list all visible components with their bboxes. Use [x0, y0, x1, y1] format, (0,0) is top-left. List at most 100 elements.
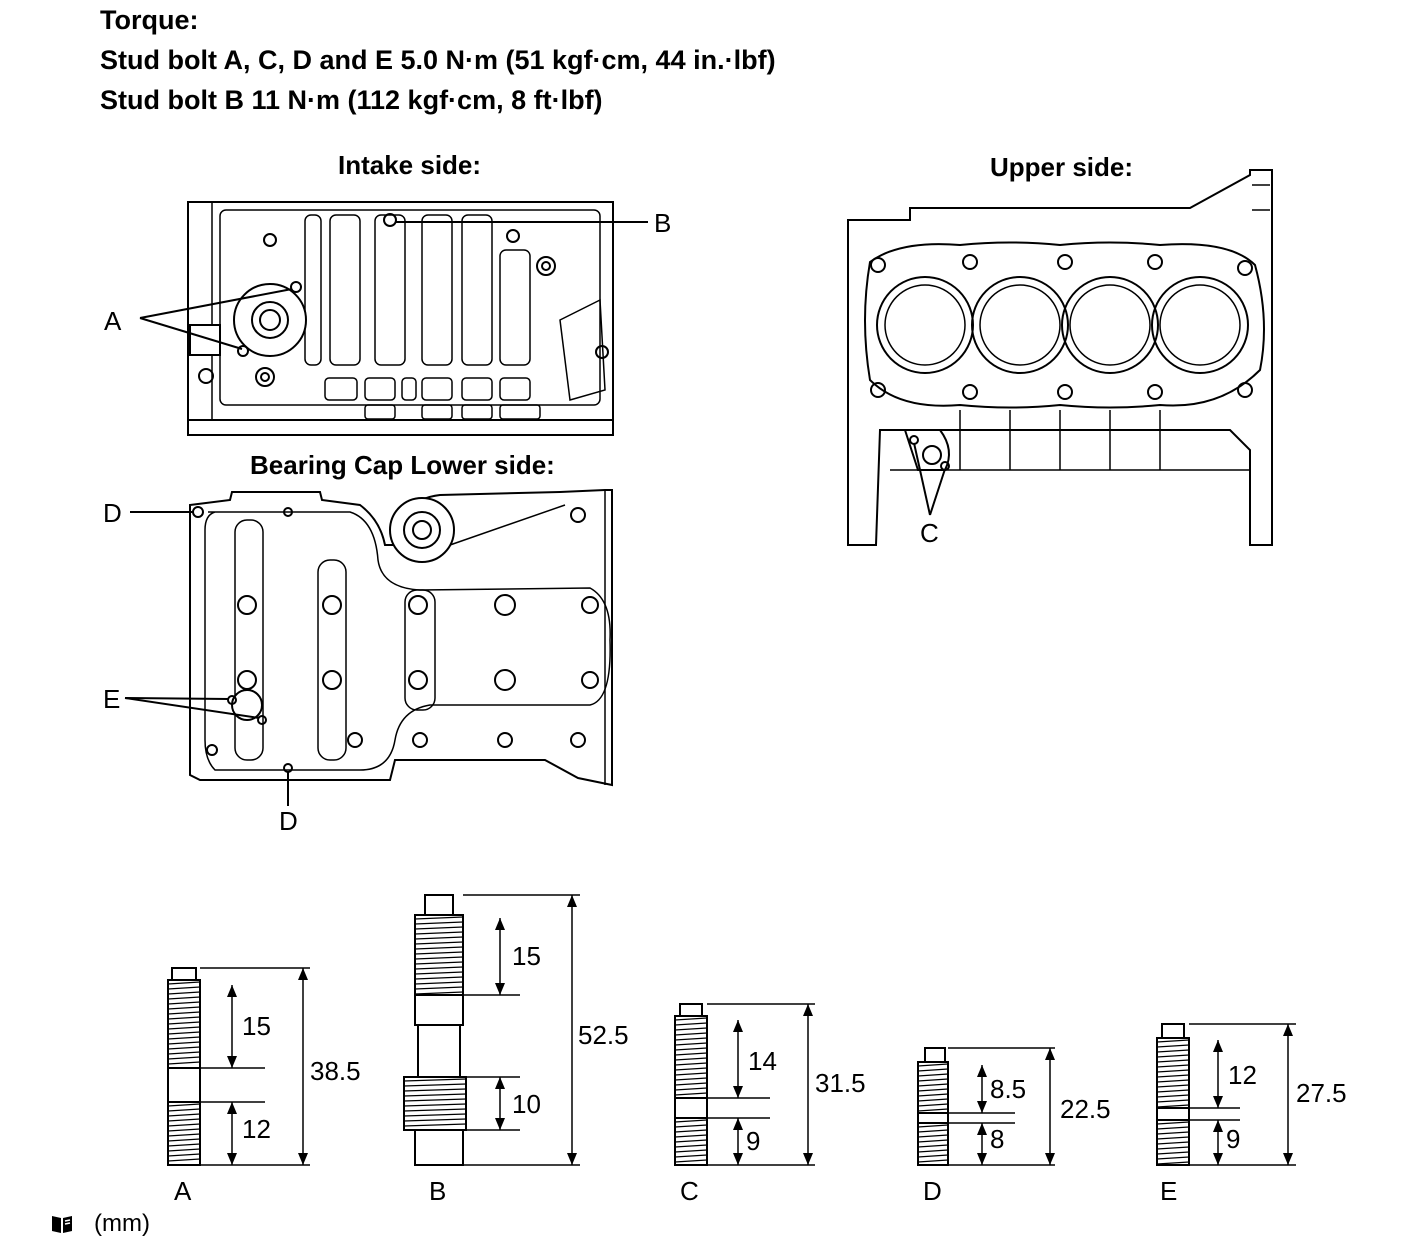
- bolt-b-dim2-arrow-top: [495, 1077, 505, 1089]
- bolt-d-upper-thread-thread: [917, 1093, 949, 1097]
- bolt-a-dim2-arrow-top: [227, 1102, 237, 1114]
- bolt-a-lower-thread-thread: [167, 1153, 201, 1157]
- bolt-c-upper-thread-thread: [674, 1042, 708, 1046]
- bolt-c-lower-thread-thread: [674, 1129, 708, 1133]
- bolt-b-dim2-arrow-bottom: [495, 1118, 505, 1130]
- bolt-e-lower-thread-thread: [1156, 1126, 1190, 1130]
- bolt-d-upper-thread-thread: [917, 1078, 949, 1082]
- bolt-a-upper-thread-thread: [167, 1041, 201, 1045]
- callout-d-label-top: D: [103, 498, 122, 528]
- bolt-e-dim2-arrow-bottom: [1213, 1153, 1223, 1165]
- bolt-b-upper-thread-thread: [414, 926, 464, 930]
- bolt-a-upper-thread-thread: [167, 991, 201, 995]
- bolt-a-total-arrow-top: [298, 968, 308, 980]
- intake-side-title: Intake side:: [338, 150, 482, 180]
- bolt-c-upper-thread-thread: [674, 1057, 708, 1061]
- bolt-c-total-arrow-bottom: [803, 1153, 813, 1165]
- bolt-b-shank: [417, 1024, 461, 1078]
- bolt-b-upper-thread-thread: [414, 951, 464, 955]
- bolt-b-upper-thread-thread: [414, 956, 464, 960]
- bolt-c-dim2-arrow-top: [733, 1118, 743, 1130]
- bolt-a-lower-thread-thread: [167, 1128, 201, 1132]
- bolt-a-upper-thread-thread: [167, 1061, 201, 1065]
- bolt-c-upper-thread-thread: [674, 1092, 708, 1096]
- bolt-d-lower-thread-thread: [917, 1139, 949, 1143]
- bolt-b-upper-thread-thread: [414, 931, 464, 935]
- bolt-b-lower-thread-thread: [403, 1098, 467, 1102]
- bolt-c-upper-thread-thread: [674, 1022, 708, 1026]
- bolt-d-lower-thread-thread: [917, 1134, 949, 1138]
- bolt-a-upper-thread-thread: [167, 1001, 201, 1005]
- bolt-d-dim2-arrow-bottom: [977, 1153, 987, 1165]
- bolt-c-upper-thread-thread: [674, 1082, 708, 1086]
- bolt-a-total-label: 38.5: [310, 1056, 361, 1086]
- bolt-d-lower-thread-thread: [917, 1129, 949, 1133]
- bolt-d-dim2-label: 8: [990, 1124, 1004, 1154]
- bolt-e-lower-thread-thread: [1156, 1156, 1190, 1160]
- bolt-b-total-arrow-top: [567, 895, 577, 907]
- bolt-b-lower-thread-thread: [403, 1088, 467, 1092]
- bolt-c-upper-thread-thread: [674, 1067, 708, 1071]
- torque-heading: Torque:: [100, 5, 199, 35]
- book-icon: [52, 1216, 72, 1233]
- bolt-a-lower-thread-thread: [167, 1103, 201, 1107]
- bolt-a-dim2-label: 12: [242, 1114, 271, 1144]
- bolt-a-upper-thread-thread: [167, 1046, 201, 1050]
- callout-a-label: A: [104, 306, 122, 336]
- bolt-c-lower-thread-thread: [674, 1144, 708, 1148]
- bolt-c-dim1-label: 14: [748, 1046, 777, 1076]
- bolt-e-upper-thread-thread: [1156, 1044, 1190, 1048]
- bolt-b-total-label: 52.5: [578, 1020, 629, 1050]
- callout-line-e1: [124, 697, 230, 700]
- bolt-a-upper-thread-thread: [167, 996, 201, 1000]
- bolt-c-total-arrow-top: [803, 1004, 813, 1016]
- bolt-e-lower-thread-thread: [1156, 1161, 1190, 1165]
- bolt-a-upper-thread-thread: [167, 1056, 201, 1060]
- bolt-e-lower-thread-thread: [1156, 1141, 1190, 1145]
- bolt-d-lower-thread-thread: [917, 1159, 949, 1163]
- bolt-c-upper-thread-thread: [674, 1077, 708, 1081]
- bolt-e-upper-thread-thread: [1156, 1089, 1190, 1093]
- bolt-e-upper-thread-thread: [1156, 1054, 1190, 1058]
- bolt-e-dim2-label: 9: [1226, 1124, 1240, 1154]
- bolt-e-lower-thread-thread: [1156, 1151, 1190, 1155]
- bolt-d-upper-thread-thread: [917, 1073, 949, 1077]
- bolt-a-upper-thread-thread: [167, 1031, 201, 1035]
- bolt-c-upper-thread-thread: [674, 1017, 708, 1021]
- callout-d-label-bottom: D: [279, 806, 298, 836]
- bolt-d-lower-thread-thread: [917, 1124, 949, 1128]
- bolt-c-collar: [674, 1097, 708, 1119]
- bolt-c-lower-thread-thread: [674, 1134, 708, 1138]
- bolt-a-lower-thread-thread: [167, 1158, 201, 1162]
- bolt-d-lower-thread-thread: [917, 1154, 949, 1158]
- bolt-e-upper-thread-thread: [1156, 1099, 1190, 1103]
- bolt-c-lower-thread-thread: [674, 1159, 708, 1163]
- callout-line-a1: [139, 288, 293, 319]
- bolt-c-upper-thread-thread: [674, 1032, 708, 1036]
- bolt-e-upper-thread-thread: [1156, 1059, 1190, 1063]
- bolt-b-upper-thread-thread: [414, 916, 464, 920]
- bolt-c-lower-thread-thread: [674, 1119, 708, 1123]
- bolt-a-collar: [167, 1067, 201, 1103]
- bolt-b-upper-thread-thread: [414, 991, 464, 995]
- bolt-d-dim1-label: 8.5: [990, 1074, 1026, 1104]
- bolt-c-lower-thread-thread: [674, 1139, 708, 1143]
- bolt-e-upper-thread-body: [1156, 1037, 1190, 1109]
- bolt-d-lower-thread-body: [917, 1122, 949, 1166]
- bolt-b-upper-thread-thread: [414, 936, 464, 940]
- bolt-e-lower-thread-thread: [1156, 1136, 1190, 1140]
- bolt-e-dim2-arrow-top: [1213, 1120, 1223, 1132]
- callout-line-c1: [913, 442, 931, 516]
- bolt-c-upper-thread-thread: [674, 1072, 708, 1076]
- bolt-a-dim1-arrow-top: [227, 985, 237, 997]
- bolt-b-dim1-label: 15: [512, 941, 541, 971]
- bolt-c-upper-thread-thread: [674, 1027, 708, 1031]
- bolt-c-dim1-arrow-top: [733, 1020, 743, 1032]
- bolt-c-upper-thread-thread: [674, 1037, 708, 1041]
- bolt-c-label: C: [680, 1176, 699, 1206]
- bolt-b-dim1-arrow-bottom: [495, 983, 505, 995]
- bolt-b-total-arrow-bottom: [567, 1153, 577, 1165]
- bolt-b-label: B: [429, 1176, 446, 1206]
- stud-bolt-drawings: 151238.5A151052.5B14931.5C8.5822.5D12927…: [167, 894, 1347, 1206]
- bolt-a-label: A: [174, 1176, 192, 1206]
